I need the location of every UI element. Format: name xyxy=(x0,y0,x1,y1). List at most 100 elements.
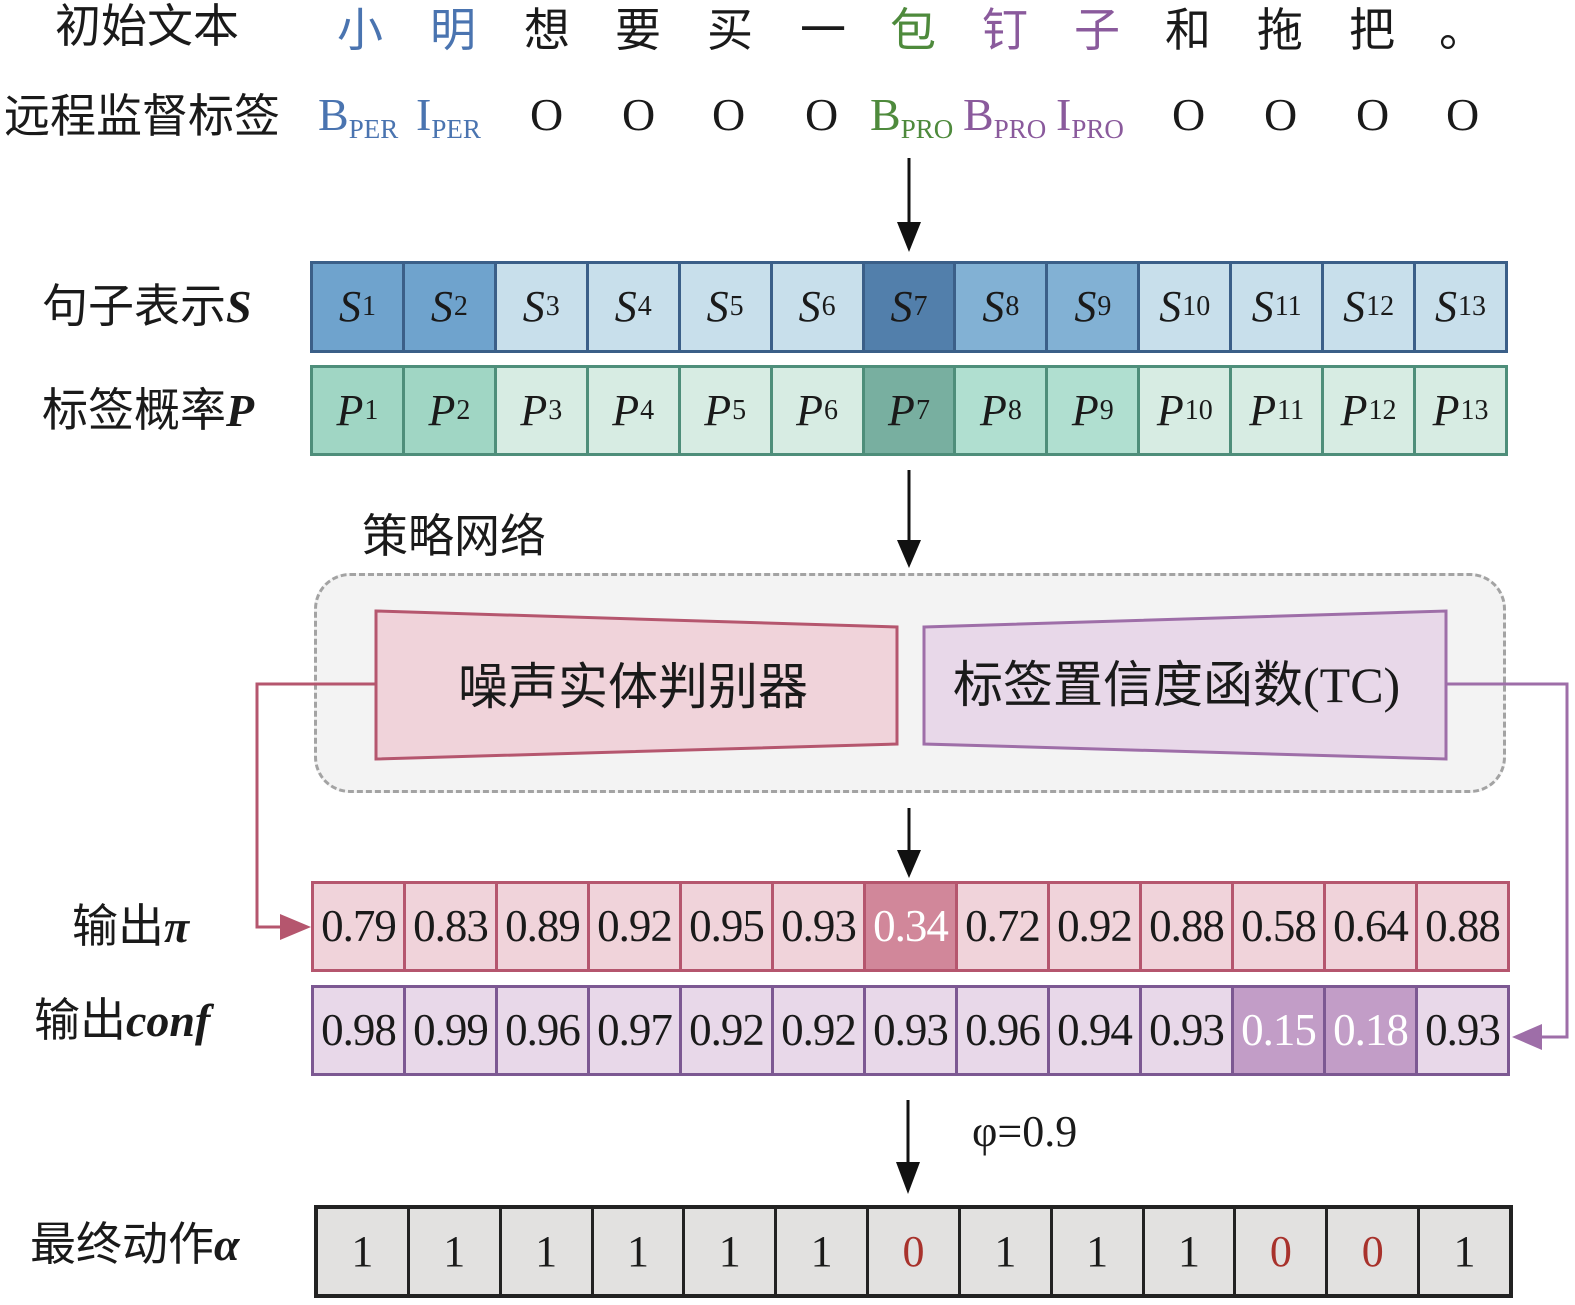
down-arrow-threshold xyxy=(896,1100,920,1194)
tag-main: O xyxy=(712,89,746,140)
pi-value-cell: 0.72 xyxy=(958,884,1050,969)
prob-cell-index: 2 xyxy=(456,394,471,426)
output-conf-prefix: 输出 xyxy=(34,995,126,1046)
sentence-cell-symbol: S xyxy=(338,282,361,331)
action-cell: 1 xyxy=(960,1209,1053,1294)
tag-main: B xyxy=(963,89,994,140)
prob-cell-symbol: P xyxy=(428,385,456,435)
token-char: 一 xyxy=(800,5,846,56)
distant-labels-label: 远程监督标签 xyxy=(4,91,280,142)
sentence-cell-symbol: S xyxy=(1159,282,1182,331)
prob-cell-index: 1 xyxy=(364,394,379,426)
action-cell: 0 xyxy=(1328,1209,1421,1294)
tag-main: B xyxy=(318,89,349,140)
pi-value-cell: 0.95 xyxy=(682,884,774,969)
label-prob-label: 标签概率P xyxy=(42,388,254,434)
tag-subscript: PER xyxy=(348,114,399,144)
prob-cell-symbol: P xyxy=(796,385,824,435)
sentence-cell-symbol: S xyxy=(1343,282,1366,331)
pi-value-cell: 0.88 xyxy=(1142,884,1234,969)
token-char: 买 xyxy=(707,5,753,56)
prob-cell-symbol: P xyxy=(1156,385,1184,435)
pi-value-cell: 0.58 xyxy=(1234,884,1326,969)
initial-text-label: 初始文本 xyxy=(55,1,239,52)
sentence-cell-index: 3 xyxy=(545,291,560,322)
prob-cell-symbol: P xyxy=(1071,385,1099,435)
sentence-cell-index: 10 xyxy=(1182,291,1211,322)
token-char: 把 xyxy=(1349,5,1395,56)
token-char: 要 xyxy=(615,5,661,56)
distant-label-tag: O xyxy=(1172,92,1205,138)
policy-network-title: 策略网络 xyxy=(362,511,546,562)
arrow-discriminator-to-pi xyxy=(255,682,376,940)
final-action-label: 最终动作α xyxy=(30,1222,239,1268)
sentence-cell-symbol: S xyxy=(522,282,545,331)
sentence-cell-symbol: S xyxy=(430,282,453,331)
token-char: 。 xyxy=(1439,5,1485,56)
pi-value-cell: 0.92 xyxy=(1050,884,1142,969)
token-char: 想 xyxy=(524,5,570,56)
distant-label-tag: IPER xyxy=(416,92,481,143)
sentence-cell-symbol: S xyxy=(1251,282,1274,331)
conf-value-cell: 0.99 xyxy=(406,988,498,1073)
token-char: 钉 xyxy=(982,5,1028,56)
threshold-label: φ=0.9 xyxy=(972,1107,1078,1156)
sentence-cell-index: 5 xyxy=(729,291,744,322)
tag-main: O xyxy=(1446,89,1480,140)
action-cell: 1 xyxy=(501,1209,594,1294)
tag-main: O xyxy=(622,89,656,140)
final-action-prefix: 最终动作 xyxy=(30,1219,214,1270)
action-cell: 1 xyxy=(593,1209,686,1294)
noise-discriminator-shape xyxy=(374,609,899,761)
sentence-cell-symbol: S xyxy=(1435,282,1458,331)
sentence-cell-index: 6 xyxy=(821,291,836,322)
sentence-cell-index: 4 xyxy=(637,291,652,322)
prob-cell-symbol: P xyxy=(704,385,732,435)
distant-label-tag: BPRO xyxy=(963,92,1046,143)
sentence-cell-index: 9 xyxy=(1097,291,1112,322)
prob-cell-symbol: P xyxy=(612,385,640,435)
prob-cell-index: 9 xyxy=(1099,394,1114,426)
sentence-cell-symbol: S xyxy=(982,282,1005,331)
conf-value-cell: 0.18 xyxy=(1326,988,1418,1073)
token-char: 小 xyxy=(337,5,383,56)
sentence-cell-symbol: S xyxy=(614,282,637,331)
sentence-cell-index: 2 xyxy=(453,291,468,322)
sentence-cell-index: 12 xyxy=(1366,291,1395,322)
prob-cell-symbol: P xyxy=(1249,385,1277,435)
tag-main: I xyxy=(416,89,432,140)
tag-subscript: PRO xyxy=(993,114,1047,144)
action-cell: 1 xyxy=(1420,1209,1509,1294)
prob-cell-symbol: P xyxy=(1432,385,1460,435)
distant-label-tag: O xyxy=(1446,92,1479,138)
down-arrow-policy-to-outputs xyxy=(897,808,921,878)
action-cell: 0 xyxy=(1236,1209,1329,1294)
prob-cell-index: 8 xyxy=(1007,394,1022,426)
prob-cell-index: 12 xyxy=(1368,394,1397,426)
sentence-cell-symbol: S xyxy=(1074,282,1097,331)
conf-value-cell: 0.93 xyxy=(1142,988,1234,1073)
distant-label-tag: IPRO xyxy=(1056,92,1124,143)
tag-subscript: PRO xyxy=(1071,114,1124,144)
distant-label-tag: O xyxy=(712,92,745,138)
conf-value-cell: 0.97 xyxy=(590,988,682,1073)
action-cell: 1 xyxy=(685,1209,778,1294)
prob-cell-index: 6 xyxy=(824,394,839,426)
distant-label-tag: O xyxy=(530,92,563,138)
